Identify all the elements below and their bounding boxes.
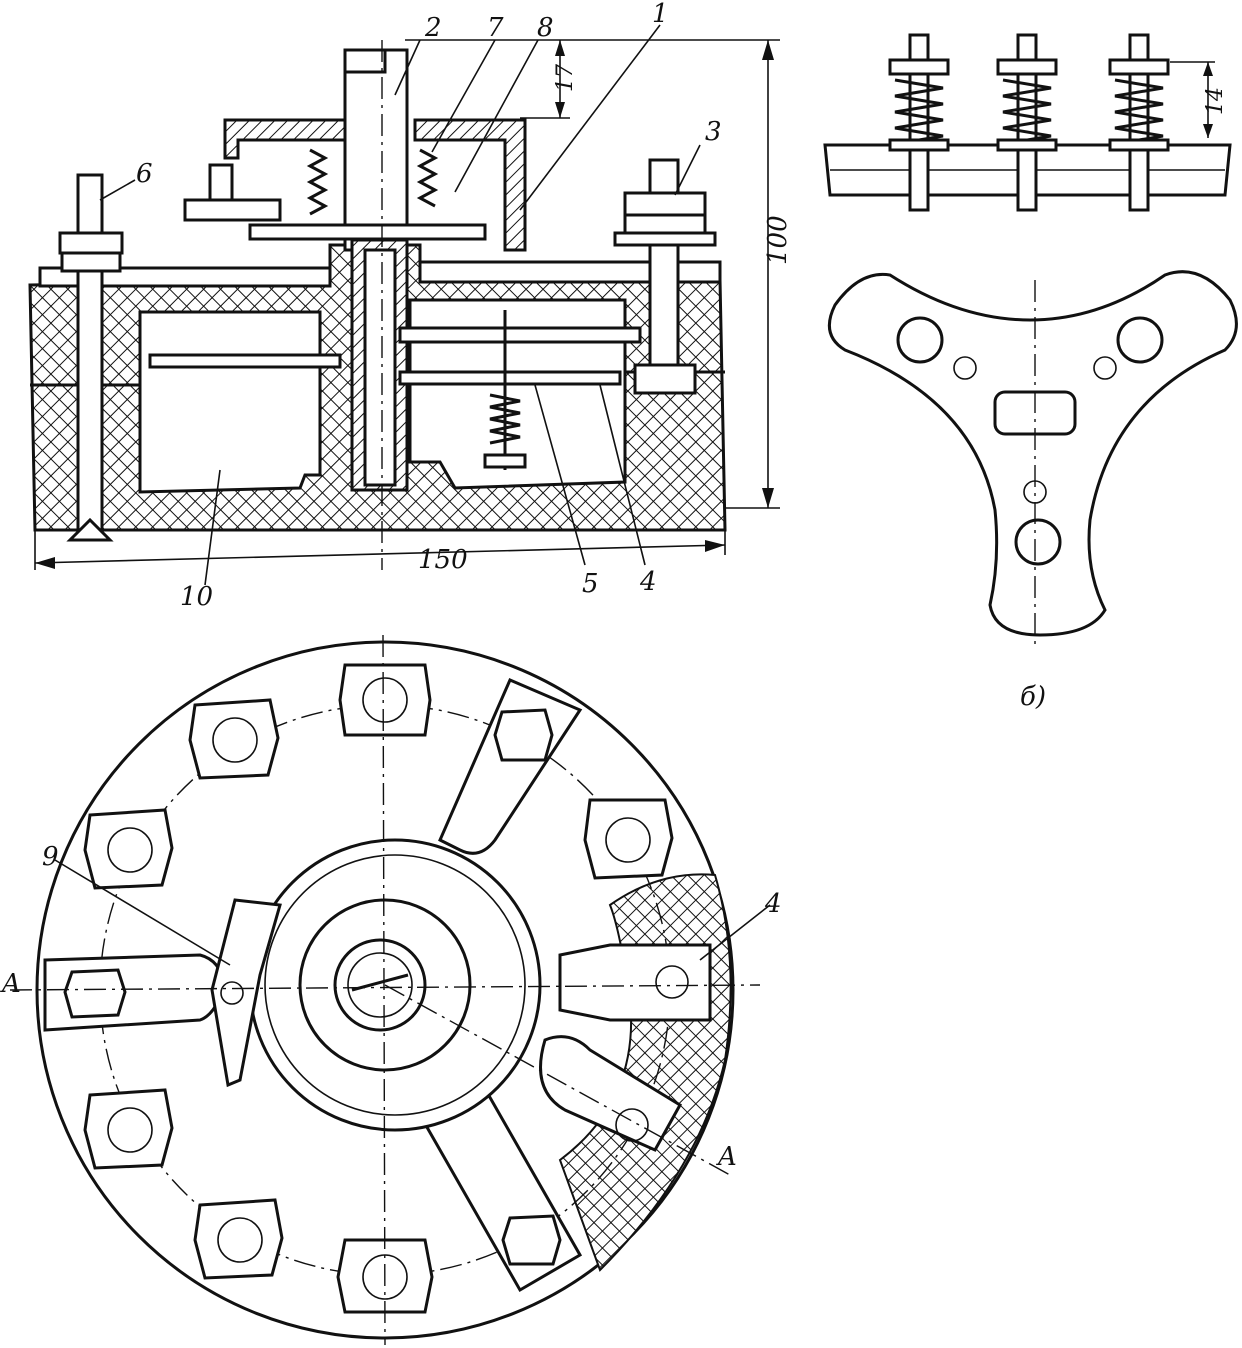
lever-pivot: [220, 981, 244, 1005]
contact-finger-lower: [539, 1035, 683, 1152]
section-view: [28, 24, 780, 586]
stud-right: [1108, 33, 1170, 212]
callout-10: 10: [180, 582, 213, 612]
callout-2: 2: [424, 13, 442, 43]
small-screw: [183, 198, 282, 222]
finger-screw: [655, 965, 689, 999]
dimension-label-shaft-top: 17: [553, 64, 578, 92]
spring-5: [483, 310, 527, 470]
top-plate-right: [418, 260, 722, 284]
small-screw-head: [208, 163, 234, 202]
plate-bolt-right: [1116, 316, 1164, 364]
stud-left: [888, 33, 950, 212]
shaft-bore: [363, 248, 397, 487]
shaft: [343, 48, 409, 252]
callout-9: 9: [42, 842, 59, 872]
contact-arm-left: [148, 353, 342, 369]
leader-lines: [99, 24, 701, 586]
terminal-bolt-6: [58, 173, 124, 542]
leader-9: [54, 859, 231, 966]
subfigure-b: [823, 33, 1238, 645]
hub-ring: [264, 854, 526, 1116]
dimension-shaft-top: [520, 40, 570, 119]
plate-rivet-left: [953, 356, 977, 380]
callout-4: 4: [639, 567, 657, 597]
callout-7: 7: [487, 13, 504, 43]
bridge-nut-upper: [493, 708, 554, 762]
three-arm-plate: [827, 270, 1238, 637]
shaft-head: [343, 48, 387, 74]
plan-view: [9, 634, 771, 1346]
terminal-bolt-3: [613, 158, 717, 395]
spring-7: [306, 148, 439, 216]
callout-6: 6: [136, 159, 153, 189]
callout-4-plan: 4: [764, 889, 782, 919]
contact-arm-upper: [248, 223, 487, 241]
shaft-inner: [347, 952, 413, 1018]
callout-5: 5: [582, 569, 599, 599]
stud-center: [996, 33, 1058, 212]
section-mark-right: A: [716, 1142, 737, 1172]
bridge-nut-lower: [501, 1214, 562, 1266]
dimension-label-spring: 14: [1203, 87, 1228, 115]
cavity-left: [138, 310, 322, 494]
bridge-nut-left: [63, 968, 127, 1019]
dimension-label-width: 150: [418, 545, 468, 575]
callout-3: 3: [705, 117, 722, 147]
subfigure-label: б): [1020, 682, 1046, 712]
finger-screw-lower: [615, 1108, 649, 1142]
contact-plate-2: [398, 370, 622, 386]
plate-bolt-bottom: [1014, 518, 1062, 566]
plate-rivet-right: [1093, 356, 1117, 380]
leader-4b: [699, 904, 771, 961]
section-line-horizontal: [9, 984, 761, 991]
center-axis-vertical: [382, 634, 386, 1346]
contact-plate: [398, 326, 642, 344]
callout-8: 8: [537, 13, 554, 43]
callout-1: 1: [652, 0, 669, 29]
contact-finger-4: [558, 943, 712, 1022]
labels: 1 2 3 4 5 6 7 8 9 10 4 100 150 17 14 A A…: [0, 0, 1228, 1172]
section-line-diagonal: [384, 984, 731, 1176]
section-mark-left: A: [0, 969, 21, 999]
cavity-right: [408, 298, 627, 490]
plate-bolt-left: [896, 316, 944, 364]
dimension-label-height: 100: [763, 215, 793, 265]
mounting-nuts: [83, 663, 674, 1314]
dimension-width: [34, 530, 726, 570]
lever-9: [210, 898, 282, 1088]
dimension-height: [405, 39, 780, 509]
dimension-spring: [1170, 61, 1215, 138]
